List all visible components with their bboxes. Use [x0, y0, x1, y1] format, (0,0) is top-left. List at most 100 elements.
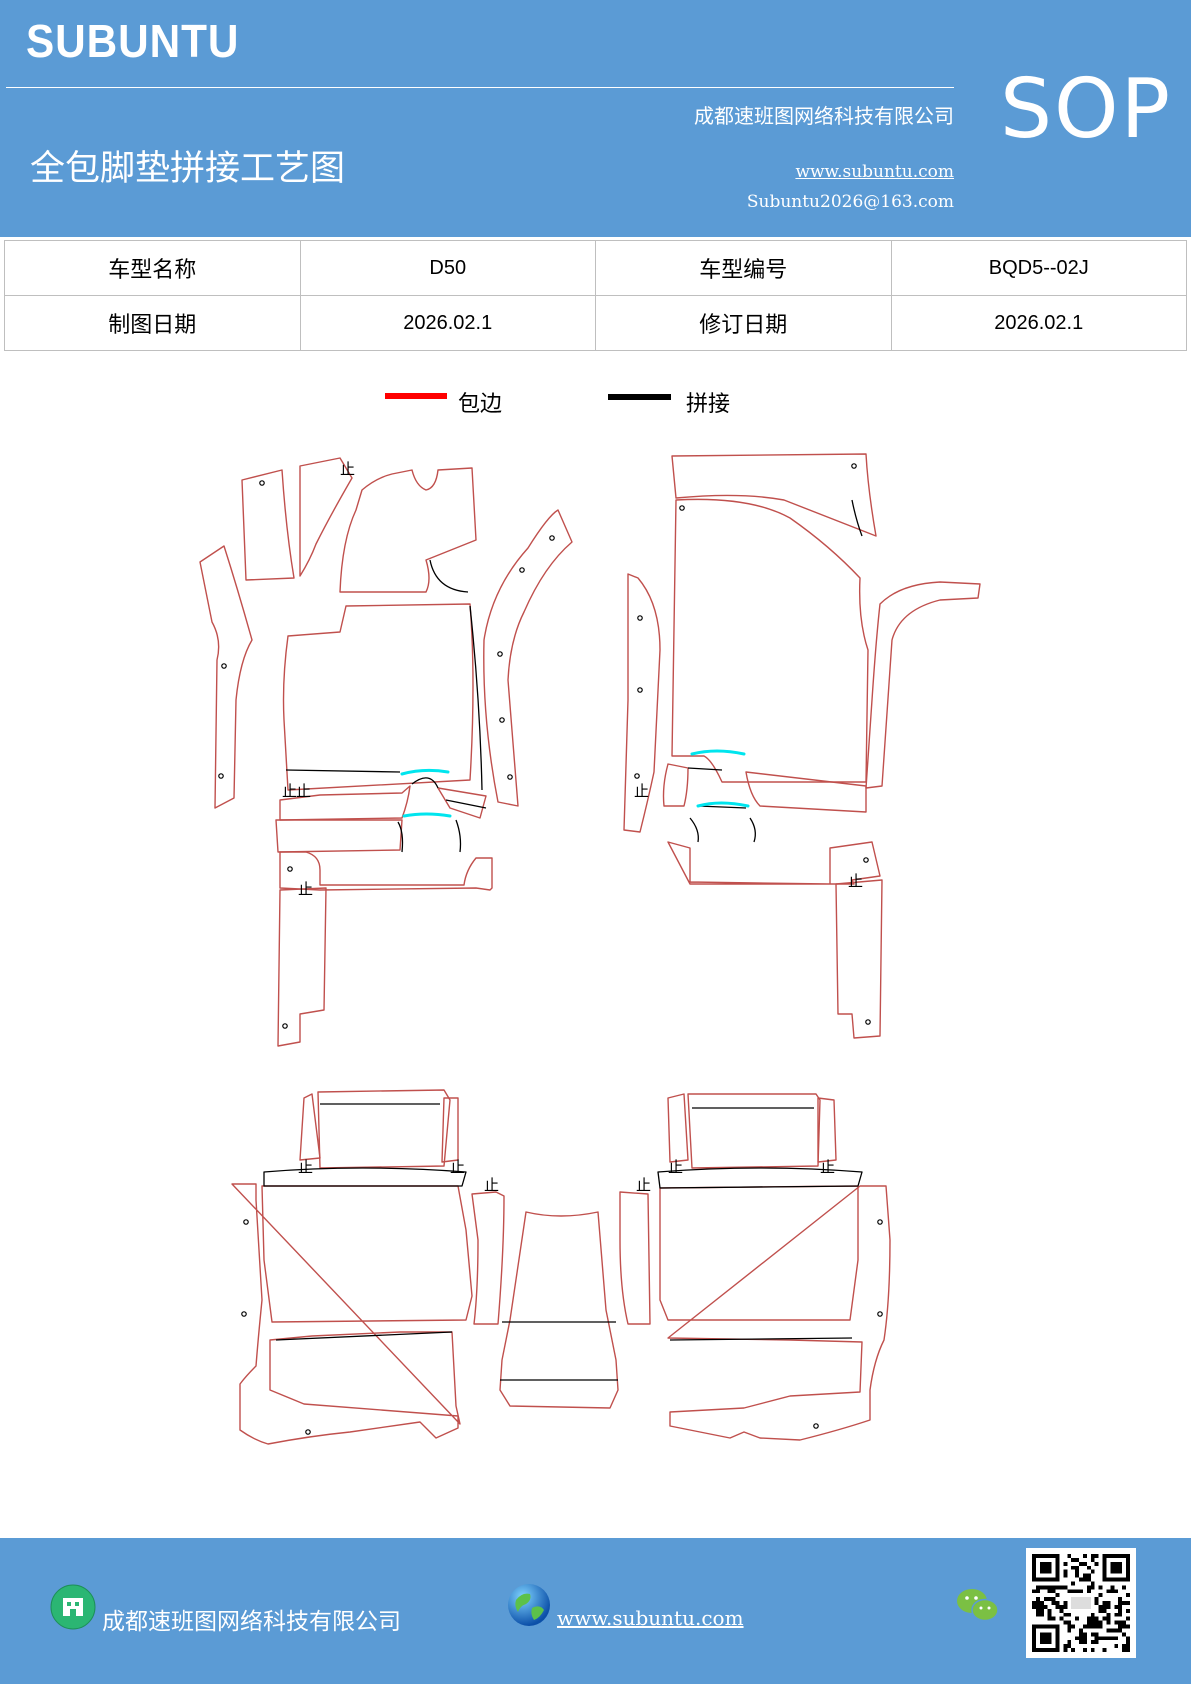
sop-badge: SOP — [1000, 62, 1173, 157]
qr-module — [1063, 1585, 1068, 1590]
qr-module — [1118, 1628, 1123, 1633]
qr-module — [1063, 1561, 1068, 1566]
joint-line — [690, 749, 746, 756]
stop-marker: 止 — [668, 1158, 683, 1176]
qr-module — [1067, 1624, 1072, 1629]
fastener-hole — [877, 1311, 883, 1317]
footer-website-link[interactable]: www.subuntu.com — [557, 1606, 744, 1630]
qr-module — [1086, 1616, 1091, 1621]
qr-module — [1114, 1636, 1119, 1641]
qr-module — [1094, 1636, 1099, 1641]
mat-piece-rear-left-back-c — [441, 1097, 459, 1163]
fastener-hole — [634, 773, 640, 779]
qr-module — [1098, 1604, 1103, 1609]
fastener-hole — [287, 866, 293, 872]
qr-module — [1094, 1632, 1099, 1637]
vehicle-info-table: 车型名称 D50 车型编号 BQD5--02J 制图日期 2026.02.1 修… — [4, 240, 1187, 351]
qr-module — [1122, 1624, 1127, 1629]
header-email[interactable]: Subuntu2026@163.com — [746, 192, 954, 212]
page-footer: 成都速班图网络科技有限公司 www.subuntu.com — [0, 1538, 1191, 1684]
qr-module — [1094, 1561, 1099, 1566]
seam-line — [469, 605, 483, 791]
qr-module — [1055, 1585, 1060, 1590]
qr-module — [1039, 1585, 1044, 1590]
qr-module — [1063, 1648, 1068, 1652]
qr-module — [1106, 1589, 1111, 1594]
qr-module — [1118, 1604, 1123, 1609]
fastener-hole — [507, 774, 513, 780]
qr-module — [1059, 1604, 1064, 1609]
qr-module — [1063, 1601, 1068, 1605]
qr-module — [1071, 1589, 1076, 1594]
stop-marker: 止 — [340, 460, 355, 478]
qr-module — [1126, 1636, 1130, 1641]
qr-module — [1039, 1561, 1052, 1574]
qr-module — [1114, 1612, 1119, 1617]
qr-module — [1063, 1569, 1068, 1574]
wechat-icon[interactable] — [956, 1586, 1000, 1626]
qr-module — [1086, 1565, 1091, 1570]
qr-module — [1122, 1601, 1127, 1605]
qr-module — [1055, 1593, 1060, 1598]
qr-module — [1075, 1557, 1080, 1562]
qr-module — [1126, 1608, 1130, 1613]
qr-module — [1071, 1581, 1076, 1586]
qr-module — [1086, 1589, 1091, 1594]
qr-module — [1098, 1636, 1103, 1641]
qr-module — [1102, 1648, 1107, 1652]
page-title: 全包脚垫拼接工艺图 — [30, 149, 346, 189]
mat-piece-right-rear-step — [667, 841, 881, 885]
qr-module — [1090, 1585, 1095, 1590]
qr-module — [1067, 1628, 1072, 1633]
mat-piece-left-kick-b — [299, 457, 353, 577]
fastener-hole — [259, 480, 265, 486]
mat-piece-rear-center-left-pillar — [471, 1191, 505, 1325]
draw-date-label: 制图日期 — [4, 295, 301, 351]
qr-module — [1082, 1573, 1087, 1578]
qr-module — [1094, 1554, 1099, 1558]
seam-line — [669, 1337, 853, 1341]
qr-module — [1047, 1608, 1052, 1613]
stop-marker: 止 — [450, 1158, 465, 1176]
qr-module — [1067, 1640, 1072, 1645]
qr-module — [1047, 1612, 1052, 1617]
qr-module — [1079, 1577, 1083, 1582]
qr-module — [1079, 1589, 1083, 1594]
qr-module — [1114, 1644, 1119, 1649]
qr-module — [1106, 1620, 1111, 1625]
qr-module — [1082, 1624, 1087, 1629]
mat-piece-right-pillar — [865, 581, 981, 789]
qr-module — [1071, 1597, 1091, 1609]
header-website-link[interactable]: www.subuntu.com — [795, 162, 954, 182]
fastener-hole — [865, 1019, 871, 1025]
qr-module — [1059, 1616, 1064, 1621]
qr-module — [1098, 1624, 1103, 1629]
qr-module — [1126, 1593, 1130, 1598]
stop-marker: 止 — [636, 1176, 651, 1194]
qr-module — [1118, 1612, 1123, 1617]
qr-module — [1067, 1589, 1072, 1594]
qr-module — [1039, 1604, 1044, 1609]
fastener-hole — [851, 463, 857, 469]
qr-module — [1094, 1616, 1099, 1621]
qr-module — [1067, 1644, 1072, 1649]
qr-module — [1102, 1601, 1107, 1605]
fastener-hole — [637, 687, 643, 693]
mat-piece-rear-right-back-a — [667, 1093, 689, 1163]
qr-module — [1079, 1628, 1083, 1633]
seam-line — [429, 559, 469, 593]
seam-line — [687, 767, 723, 771]
qr-module — [1079, 1561, 1083, 1566]
qr-module — [1035, 1597, 1040, 1602]
mat-piece-front-firewall — [339, 467, 477, 593]
qr-module — [1055, 1604, 1060, 1609]
fastener-hole — [519, 567, 525, 573]
qr-module — [1106, 1636, 1111, 1641]
qr-module — [1047, 1597, 1052, 1602]
qr-code[interactable] — [1026, 1548, 1136, 1658]
qr-module — [1035, 1604, 1040, 1609]
mat-piece-right-rear-side — [835, 879, 883, 1039]
qr-module — [1075, 1573, 1080, 1578]
fastener-hole — [218, 773, 224, 779]
table-row: 制图日期 2026.02.1 修订日期 2026.02.1 — [4, 295, 1187, 351]
